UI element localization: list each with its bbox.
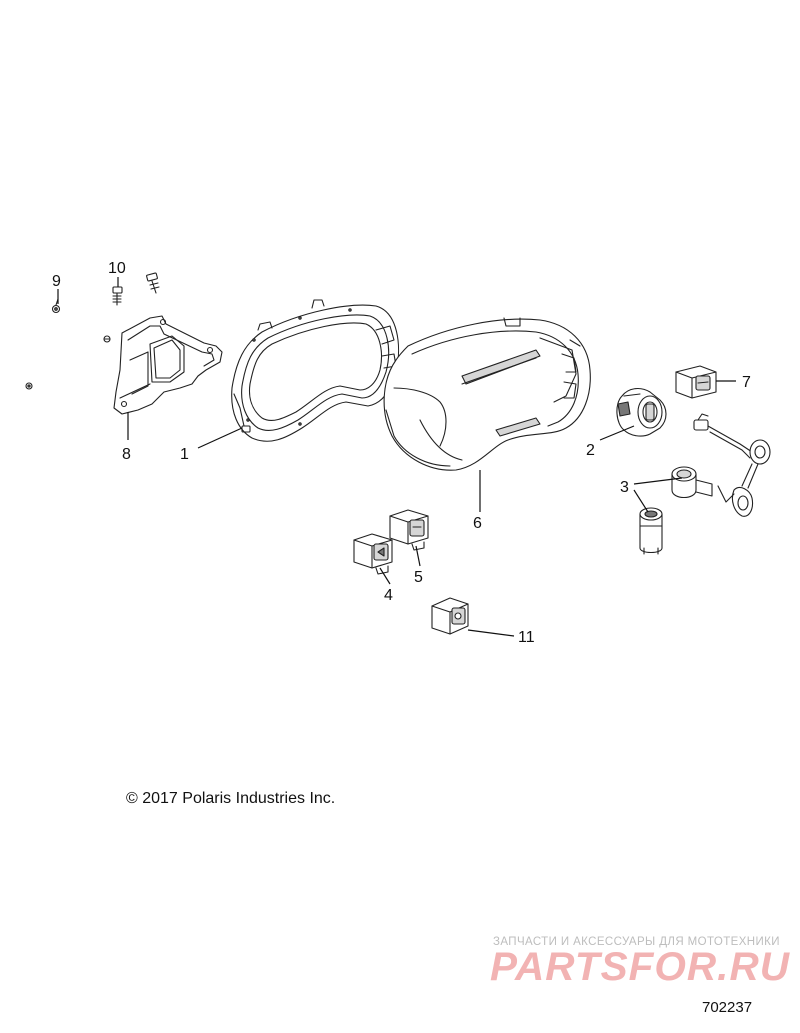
power-outlet-with-cable — [693, 413, 771, 517]
part-7-rocker-switch — [675, 365, 717, 399]
small-nut — [103, 335, 111, 343]
callout-11: 11 — [518, 629, 535, 646]
part-4-switch — [353, 533, 393, 575]
loose-fastener — [25, 382, 33, 390]
callout-8: 8 — [122, 446, 131, 463]
part-2-ignition-switch — [616, 387, 667, 437]
callout-5: 5 — [414, 569, 423, 586]
part-5-switch — [389, 509, 429, 551]
callout-1: 1 — [180, 446, 189, 463]
part-11-switch — [431, 597, 469, 635]
part-10-bolt — [112, 286, 123, 306]
leader-lines — [57, 277, 736, 637]
part-6-dash-housing — [383, 317, 591, 471]
part-10-bolt-2 — [146, 272, 160, 294]
drawing-number: 702237 — [702, 999, 752, 1016]
callout-4: 4 — [384, 587, 393, 604]
callout-2: 2 — [586, 442, 595, 459]
callout-3: 3 — [620, 479, 629, 496]
part-8-bracket — [113, 315, 223, 415]
callout-9: 9 — [52, 273, 61, 290]
watermark-tagline: ЗАПЧАСТИ И АКСЕССУАРЫ ДЛЯ МОТОТЕХНИКИ — [493, 936, 780, 948]
callout-10: 10 — [108, 260, 126, 277]
copyright-notice: © 2017 Polaris Industries Inc. — [126, 790, 335, 807]
callout-7: 7 — [742, 374, 751, 391]
watermark-logo: PARTSFOR.RU — [490, 945, 790, 989]
part-3-power-socket — [639, 466, 713, 555]
callout-6: 6 — [473, 515, 482, 532]
part-1-cluster-bezel — [231, 299, 400, 442]
